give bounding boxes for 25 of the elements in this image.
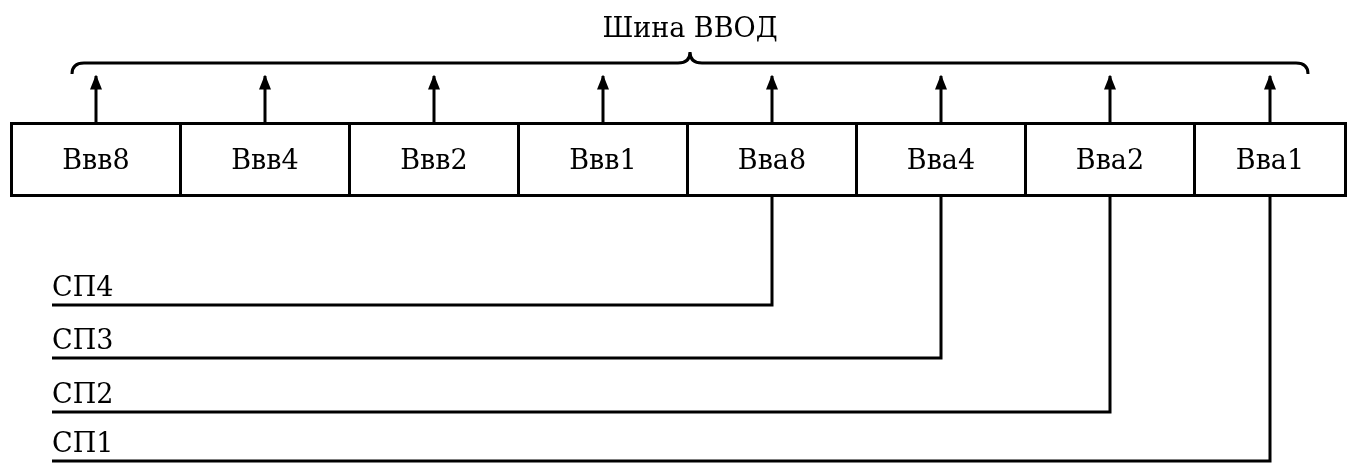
arrow [1264,74,1276,122]
arrow [90,74,102,122]
signal-line [52,197,1272,463]
signal-label: СП3 [52,321,114,358]
register-bit: Bва2 [1024,122,1196,197]
arrow [597,74,609,122]
signal-line [52,197,774,307]
register-bit: Bвв4 [179,122,351,197]
signal-line [52,197,1112,414]
register-bit: Bвв2 [348,122,520,197]
bus-label: Шина ВВОД [601,11,779,45]
register-bit: Bва8 [686,122,858,197]
arrow [428,74,440,122]
signal-line [52,197,943,360]
arrow [1104,74,1116,122]
signal-label: СП2 [52,375,114,412]
register-bit: Bва4 [855,122,1027,197]
register-bit: Bва1 [1193,122,1347,197]
signal-label: СП4 [52,268,114,305]
register-bit: Bвв8 [10,122,182,197]
signal-label: СП1 [52,424,114,461]
arrow [766,74,778,122]
arrow [259,74,271,122]
arrow [935,74,947,122]
register-bit: Bвв1 [517,122,689,197]
